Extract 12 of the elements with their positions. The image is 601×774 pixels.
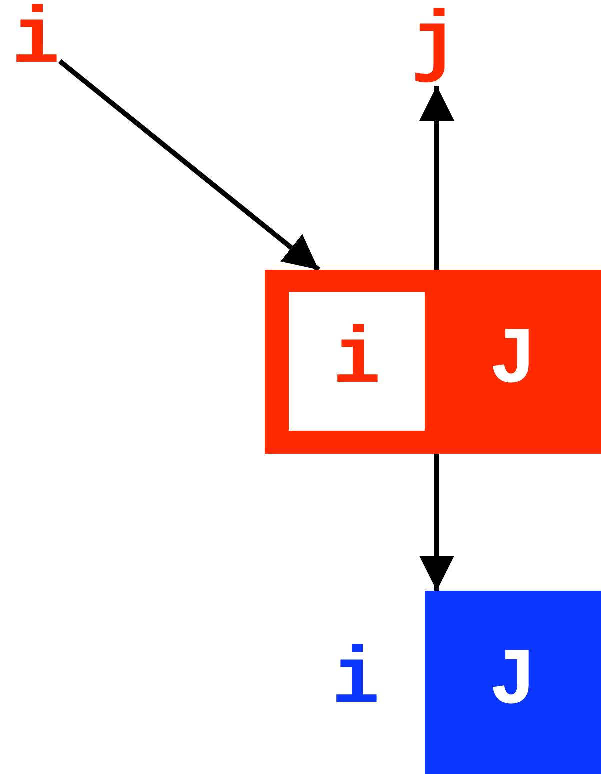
inner-box	[289, 292, 425, 431]
letter-label: i	[332, 642, 380, 722]
letter-label: i	[332, 322, 381, 402]
box	[425, 591, 601, 774]
panel	[265, 270, 601, 454]
letter-label: J	[488, 322, 537, 402]
letter-label: i	[12, 2, 60, 82]
arrow	[58, 59, 320, 272]
arrow	[420, 454, 454, 591]
arrow	[420, 86, 454, 270]
letter-label: j	[411, 6, 460, 86]
letter-label: J	[488, 642, 537, 722]
